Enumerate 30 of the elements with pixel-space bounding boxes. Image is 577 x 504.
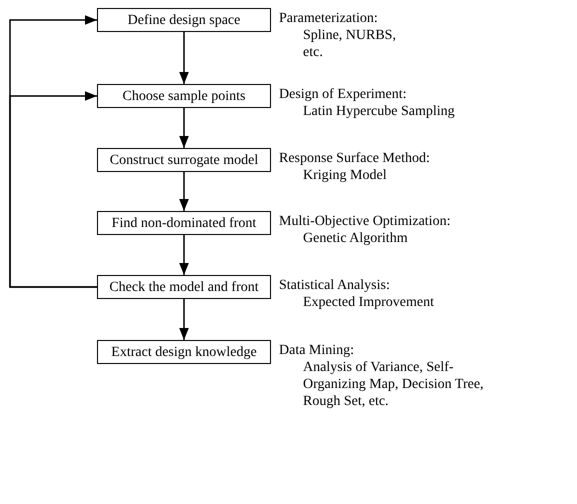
- arrow: [179, 108, 189, 148]
- method-heading: Statistical Analysis:: [279, 277, 391, 294]
- arrow: [179, 299, 189, 340]
- method-detail: Genetic Algorithm: [303, 230, 409, 247]
- method-heading: Parameterization:: [279, 10, 379, 27]
- process-box: [97, 211, 271, 235]
- method-detail: Kriging Model: [303, 167, 388, 184]
- process-box: [97, 275, 271, 299]
- method-heading: Response Surface Method:: [279, 150, 431, 167]
- step-label: Extract design knowledge: [111, 344, 257, 360]
- arrow: [179, 172, 189, 211]
- step-label: Construct surrogate model: [110, 152, 258, 168]
- method-detail: Expected Improvement: [303, 294, 436, 311]
- method-heading: Design of Experiment:: [279, 86, 408, 103]
- process-box: [97, 8, 271, 32]
- method-heading: Multi-Objective Optimization:: [279, 213, 452, 230]
- arrow: [9, 91, 97, 288]
- step-label: Define design space: [128, 12, 240, 28]
- method-detail: Latin Hypercube Sampling: [303, 103, 456, 120]
- arrow: [179, 32, 189, 84]
- process-box: [97, 148, 271, 172]
- step-label: Find non-dominated front: [112, 214, 256, 232]
- step-label: Check the model and front: [109, 278, 259, 296]
- method-heading: Data Mining:: [279, 342, 356, 359]
- method-detail: Analysis of Variance, Self-Organizing Map, Decision Tree, Rough Set, etc.: [303, 359, 485, 410]
- method-detail: Spline, NURBS, etc.: [303, 27, 397, 61]
- process-box: [97, 84, 271, 108]
- process-box: [97, 340, 271, 364]
- arrow: [179, 235, 189, 275]
- step-label: Choose sample points: [122, 88, 246, 104]
